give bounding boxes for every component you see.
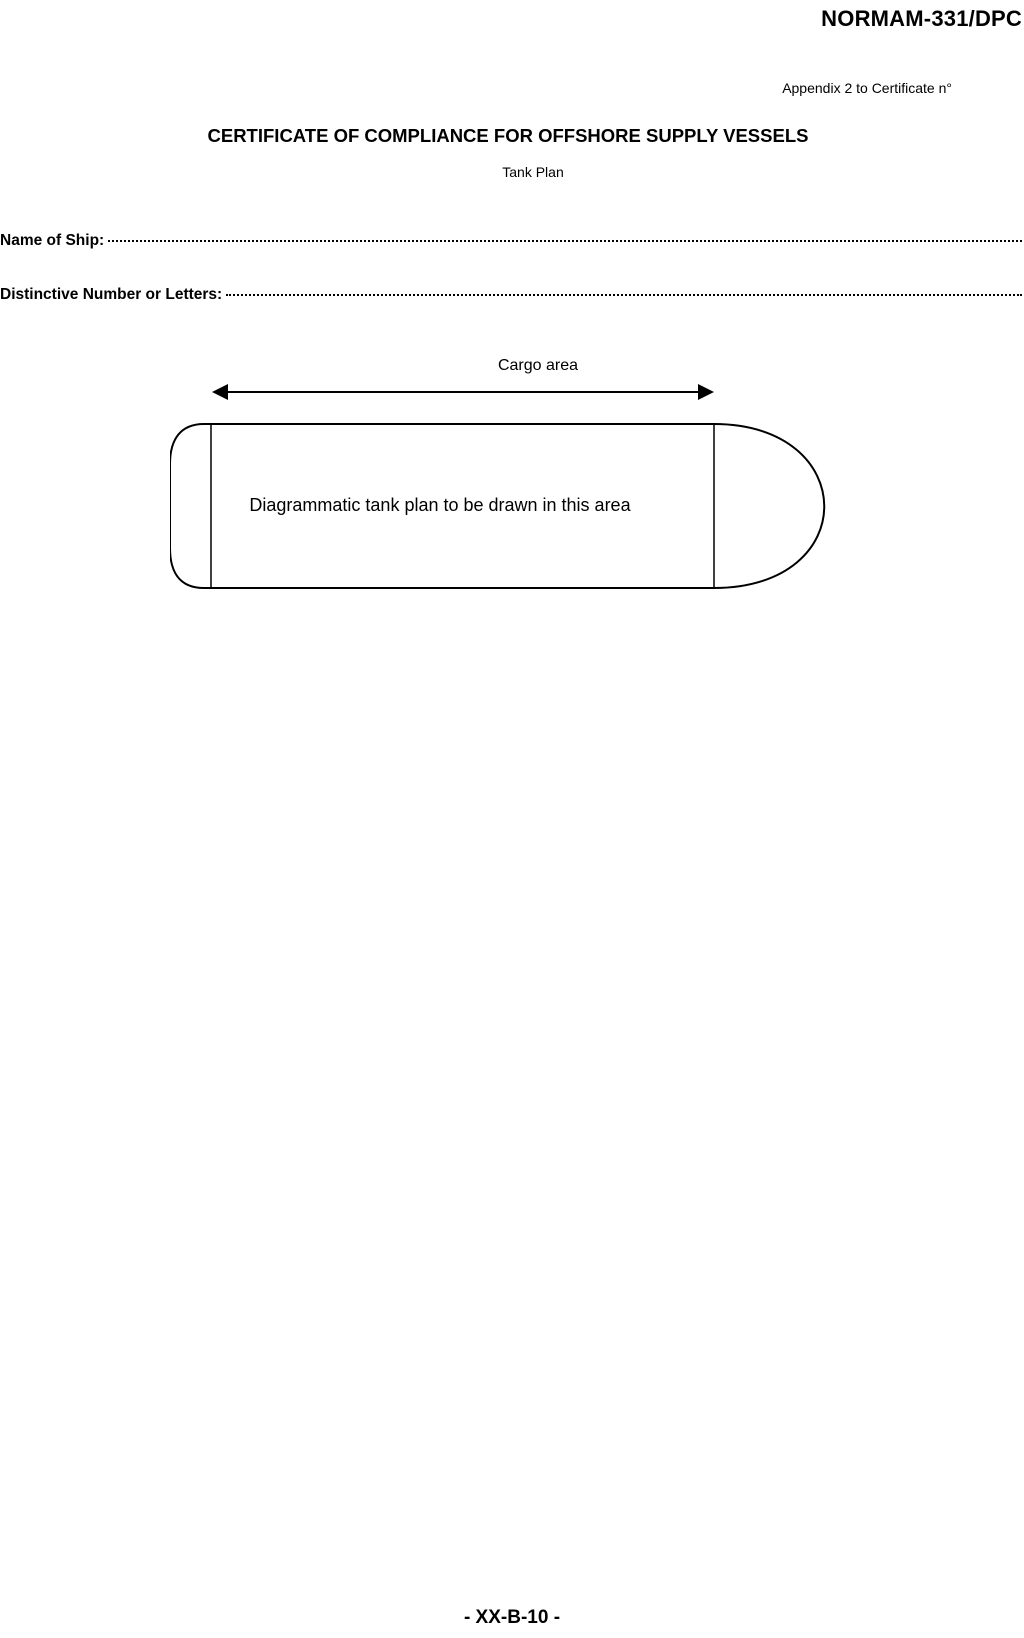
cargo-arrow-left-head: [212, 384, 228, 400]
certificate-title: CERTIFICATE OF COMPLIANCE FOR OFFSHORE S…: [207, 125, 809, 146]
distinctive-number-dotted-line: [226, 294, 1022, 296]
distinctive-number-field: Distinctive Number or Letters:: [0, 286, 1022, 304]
tank-plan-diagram: Cargo area Diagrammatic tank plan to be …: [170, 352, 850, 592]
vessel-outline: [170, 384, 826, 589]
diagram-instruction-text: Diagrammatic tank plan to be drawn in th…: [249, 495, 631, 515]
distinctive-number-label: Distinctive Number or Letters:: [0, 286, 223, 303]
appendix-reference: Appendix 2 to Certificate n°: [782, 80, 952, 96]
name-of-ship-field: Name of Ship:: [0, 232, 1022, 250]
page-number: - XX-B-10 -: [463, 1607, 561, 1628]
cargo-arrow-right-head: [698, 384, 714, 400]
cargo-area-label: Cargo area: [497, 357, 579, 374]
cargo-arrow-shaft: [226, 391, 700, 393]
certificate-subtitle: Tank Plan: [502, 164, 564, 180]
name-of-ship-dotted-line: [108, 240, 1022, 242]
name-of-ship-label: Name of Ship:: [0, 232, 105, 249]
document-code: NORMAM-331/DPC: [821, 6, 1022, 31]
